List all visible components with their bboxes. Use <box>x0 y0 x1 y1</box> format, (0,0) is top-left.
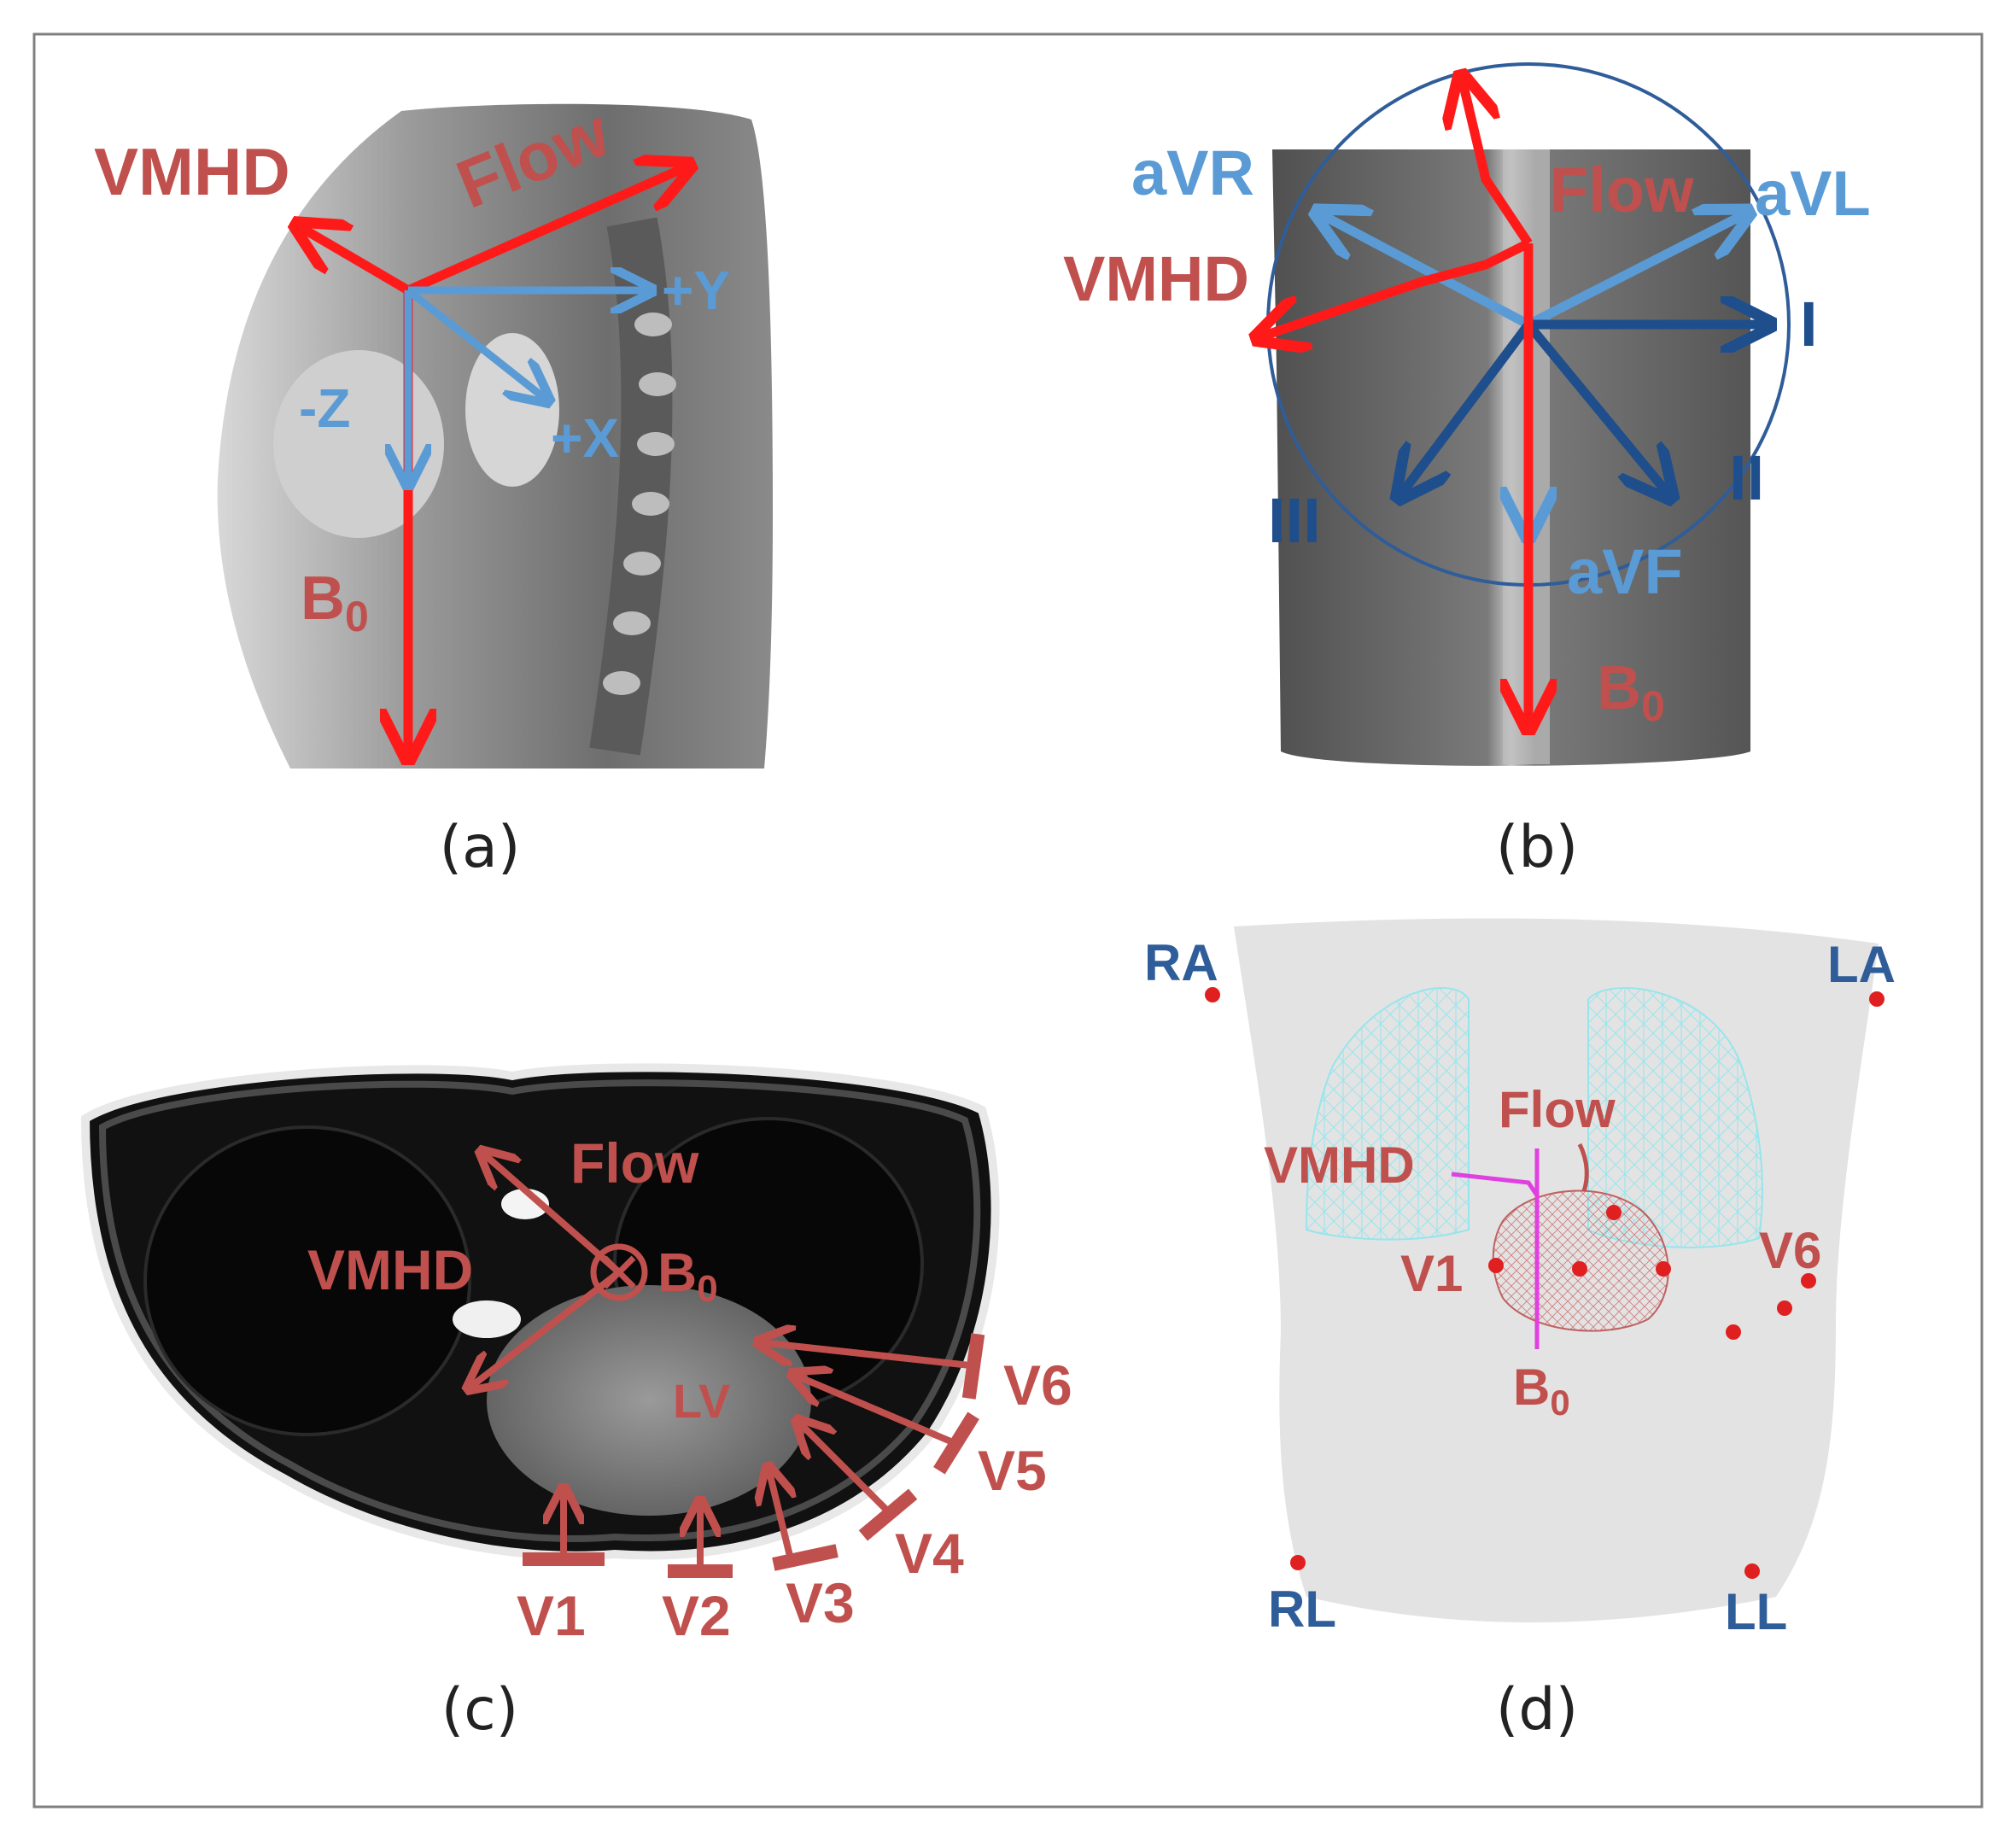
avf-label: aVF <box>1567 536 1683 607</box>
electrode-v6 <box>760 1333 985 1400</box>
flow-arrow <box>482 1153 622 1276</box>
axial-mri-skin <box>98 1079 981 1542</box>
lead-i-label: I <box>1800 289 1818 359</box>
electrode-ll <box>1744 1563 1760 1579</box>
lead-iii-arrow <box>1400 321 1533 495</box>
vmhd-arrow <box>1259 239 1531 337</box>
heart-lv-region <box>487 1285 811 1516</box>
heart-mesh <box>1492 1189 1669 1332</box>
v4-label: V4 <box>895 1522 964 1585</box>
v6-label: V6 <box>1759 1222 1821 1279</box>
rl-label: RL <box>1268 1581 1336 1638</box>
electrode-v3 <box>768 1469 839 1571</box>
avr-label: aVR <box>1131 137 1254 208</box>
panel-c: Flow VMHD B0 LV V1 V2 V3 V4 V5 V6 (c) <box>80 1063 1072 1744</box>
vmhd-arrow <box>470 1269 622 1388</box>
plus-x-label: +X <box>551 407 619 469</box>
ra-label: RA <box>1144 934 1218 991</box>
electrode-la <box>1869 991 1885 1007</box>
electrode-v1-dot <box>1488 1258 1504 1273</box>
panel-b-caption: (b) <box>1496 814 1578 881</box>
vmhd-label: VMHD <box>94 134 290 209</box>
electrode-v2 <box>668 1503 733 1578</box>
flow-label: Flow <box>1499 1081 1616 1138</box>
b0-label: B0 <box>1513 1359 1570 1423</box>
vmhd-label: VMHD <box>1264 1137 1415 1194</box>
flow-arrow <box>1462 79 1533 247</box>
lv-label: LV <box>673 1374 730 1428</box>
b0-label: B0 <box>301 564 369 640</box>
flow-pointer-mark <box>1577 1143 1589 1192</box>
v3-label: V3 <box>786 1571 855 1634</box>
plus-y-label: +Y <box>662 260 730 321</box>
vmhd-arrow <box>299 226 411 295</box>
electrode-v6a-dot <box>1777 1300 1792 1316</box>
aortic-region <box>465 333 559 487</box>
electrode-v1 <box>523 1490 605 1566</box>
panel-d-caption: (d) <box>1496 1676 1578 1744</box>
left-lung <box>143 1125 471 1436</box>
lead-iii-label: III <box>1268 485 1321 556</box>
electrode-v3-dot <box>1656 1261 1671 1277</box>
v1-label: V1 <box>1400 1245 1463 1302</box>
electrode-rl <box>1290 1555 1306 1570</box>
v2-label: V2 <box>662 1584 731 1647</box>
avl-arrow <box>1526 213 1746 329</box>
panel-c-caption: (c) <box>441 1676 518 1744</box>
ll-label: LL <box>1725 1583 1787 1640</box>
flow-arrow <box>406 167 687 295</box>
aorta-bright-spot-2 <box>453 1300 521 1338</box>
electrode-v2-dot <box>1572 1261 1587 1277</box>
panel-d: RA LA RL LL Flow VMHD V1 V6 B0 (d) <box>1144 918 1896 1744</box>
avr-arrow <box>1319 213 1531 329</box>
b0-label: B0 <box>1597 654 1665 730</box>
vertebrae <box>603 313 676 695</box>
v5-label: V5 <box>978 1439 1047 1502</box>
flow-label: Flow <box>1550 155 1694 225</box>
lead-ii-arrow <box>1524 321 1669 495</box>
b0-label: B0 <box>657 1242 718 1310</box>
v1-label: V1 <box>517 1584 586 1647</box>
electrode-v4-dot <box>1606 1205 1622 1220</box>
minus-z-label: -Z <box>299 377 350 439</box>
v6-label: V6 <box>1003 1353 1072 1417</box>
b0-into-plane-symbol <box>590 1243 648 1301</box>
electrode-ra <box>1205 987 1220 1002</box>
electrode-v5 <box>794 1375 979 1475</box>
vmhd-label: VMHD <box>1063 243 1249 314</box>
electrode-v6b-dot <box>1801 1273 1816 1289</box>
lead-ii-label: II <box>1729 442 1764 513</box>
vmhd-vector <box>1451 1172 1540 1197</box>
panel-a: VMHD Flow +Y -Z +X B0 (a) <box>94 94 774 881</box>
right-lung-mesh <box>1305 987 1470 1241</box>
vmhd-label: VMHD <box>307 1238 473 1301</box>
flow-label: Flow <box>570 1131 699 1195</box>
panel-b: aVR aVL Flow VMHD I II III aVF B0 (b) <box>1063 62 1871 881</box>
avl-label: aVL <box>1755 158 1871 229</box>
la-label: LA <box>1827 936 1896 993</box>
electrode-v4 <box>798 1422 918 1541</box>
electrode-v5-dot <box>1726 1324 1741 1340</box>
panel-a-caption: (a) <box>440 814 521 881</box>
b0-cross-icon <box>602 1255 636 1289</box>
plus-x-arrow <box>406 287 546 400</box>
heart-region <box>273 350 444 538</box>
